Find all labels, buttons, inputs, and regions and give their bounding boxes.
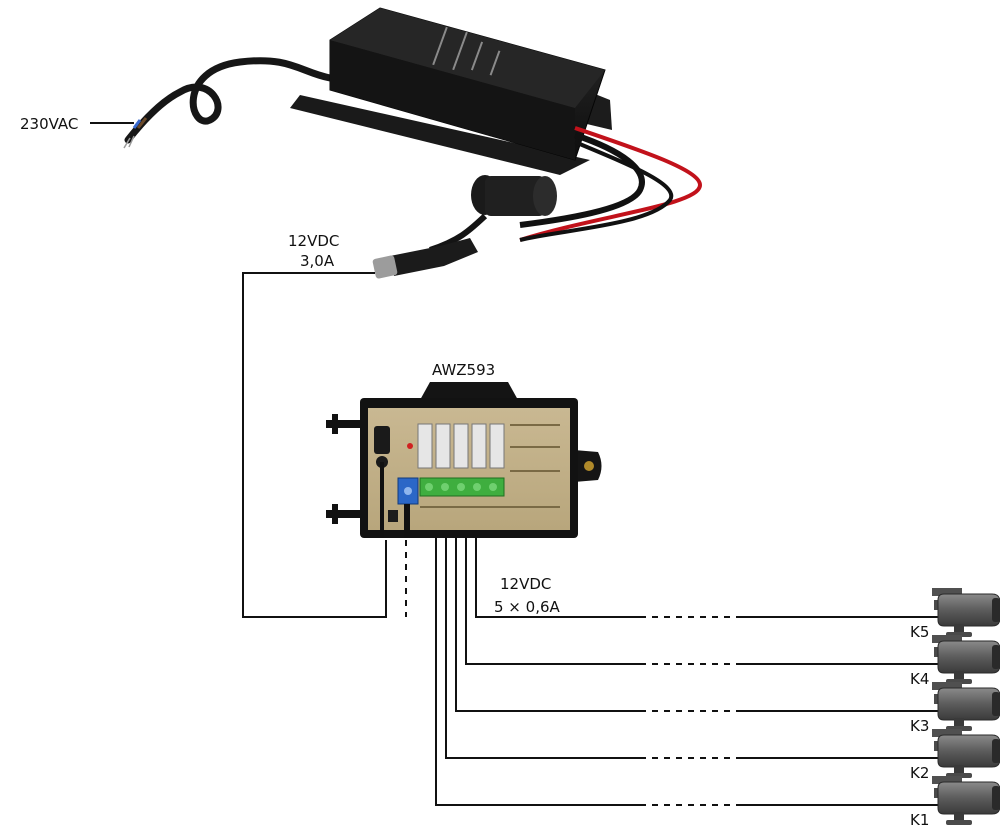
camera-label-k2: K2 bbox=[910, 764, 929, 782]
output-wires bbox=[435, 538, 946, 806]
psu-current-label: 3,0A bbox=[300, 252, 335, 270]
camera-k2 bbox=[931, 728, 1000, 779]
camera-k4 bbox=[931, 634, 1000, 685]
power-supply bbox=[123, 7, 703, 279]
outputs-voltage-label: 12VDC bbox=[500, 575, 551, 593]
outputs-current-label: 5 × 0,6A bbox=[494, 598, 561, 616]
module-name-label: AWZ593 bbox=[432, 361, 495, 379]
camera-label-k4: K4 bbox=[910, 670, 929, 688]
psu-voltage-label: 12VDC bbox=[288, 232, 339, 250]
camera-label-k5: K5 bbox=[910, 623, 929, 641]
mains-label: 230VAC bbox=[20, 115, 78, 133]
camera-label-k3: K3 bbox=[910, 717, 929, 735]
camera-k3 bbox=[931, 681, 1000, 732]
camera-k5 bbox=[931, 587, 1000, 638]
camera-label-k1: K1 bbox=[910, 811, 929, 829]
camera-k1 bbox=[931, 775, 1000, 826]
awz593-module bbox=[326, 382, 602, 538]
supply-wires bbox=[242, 272, 407, 618]
